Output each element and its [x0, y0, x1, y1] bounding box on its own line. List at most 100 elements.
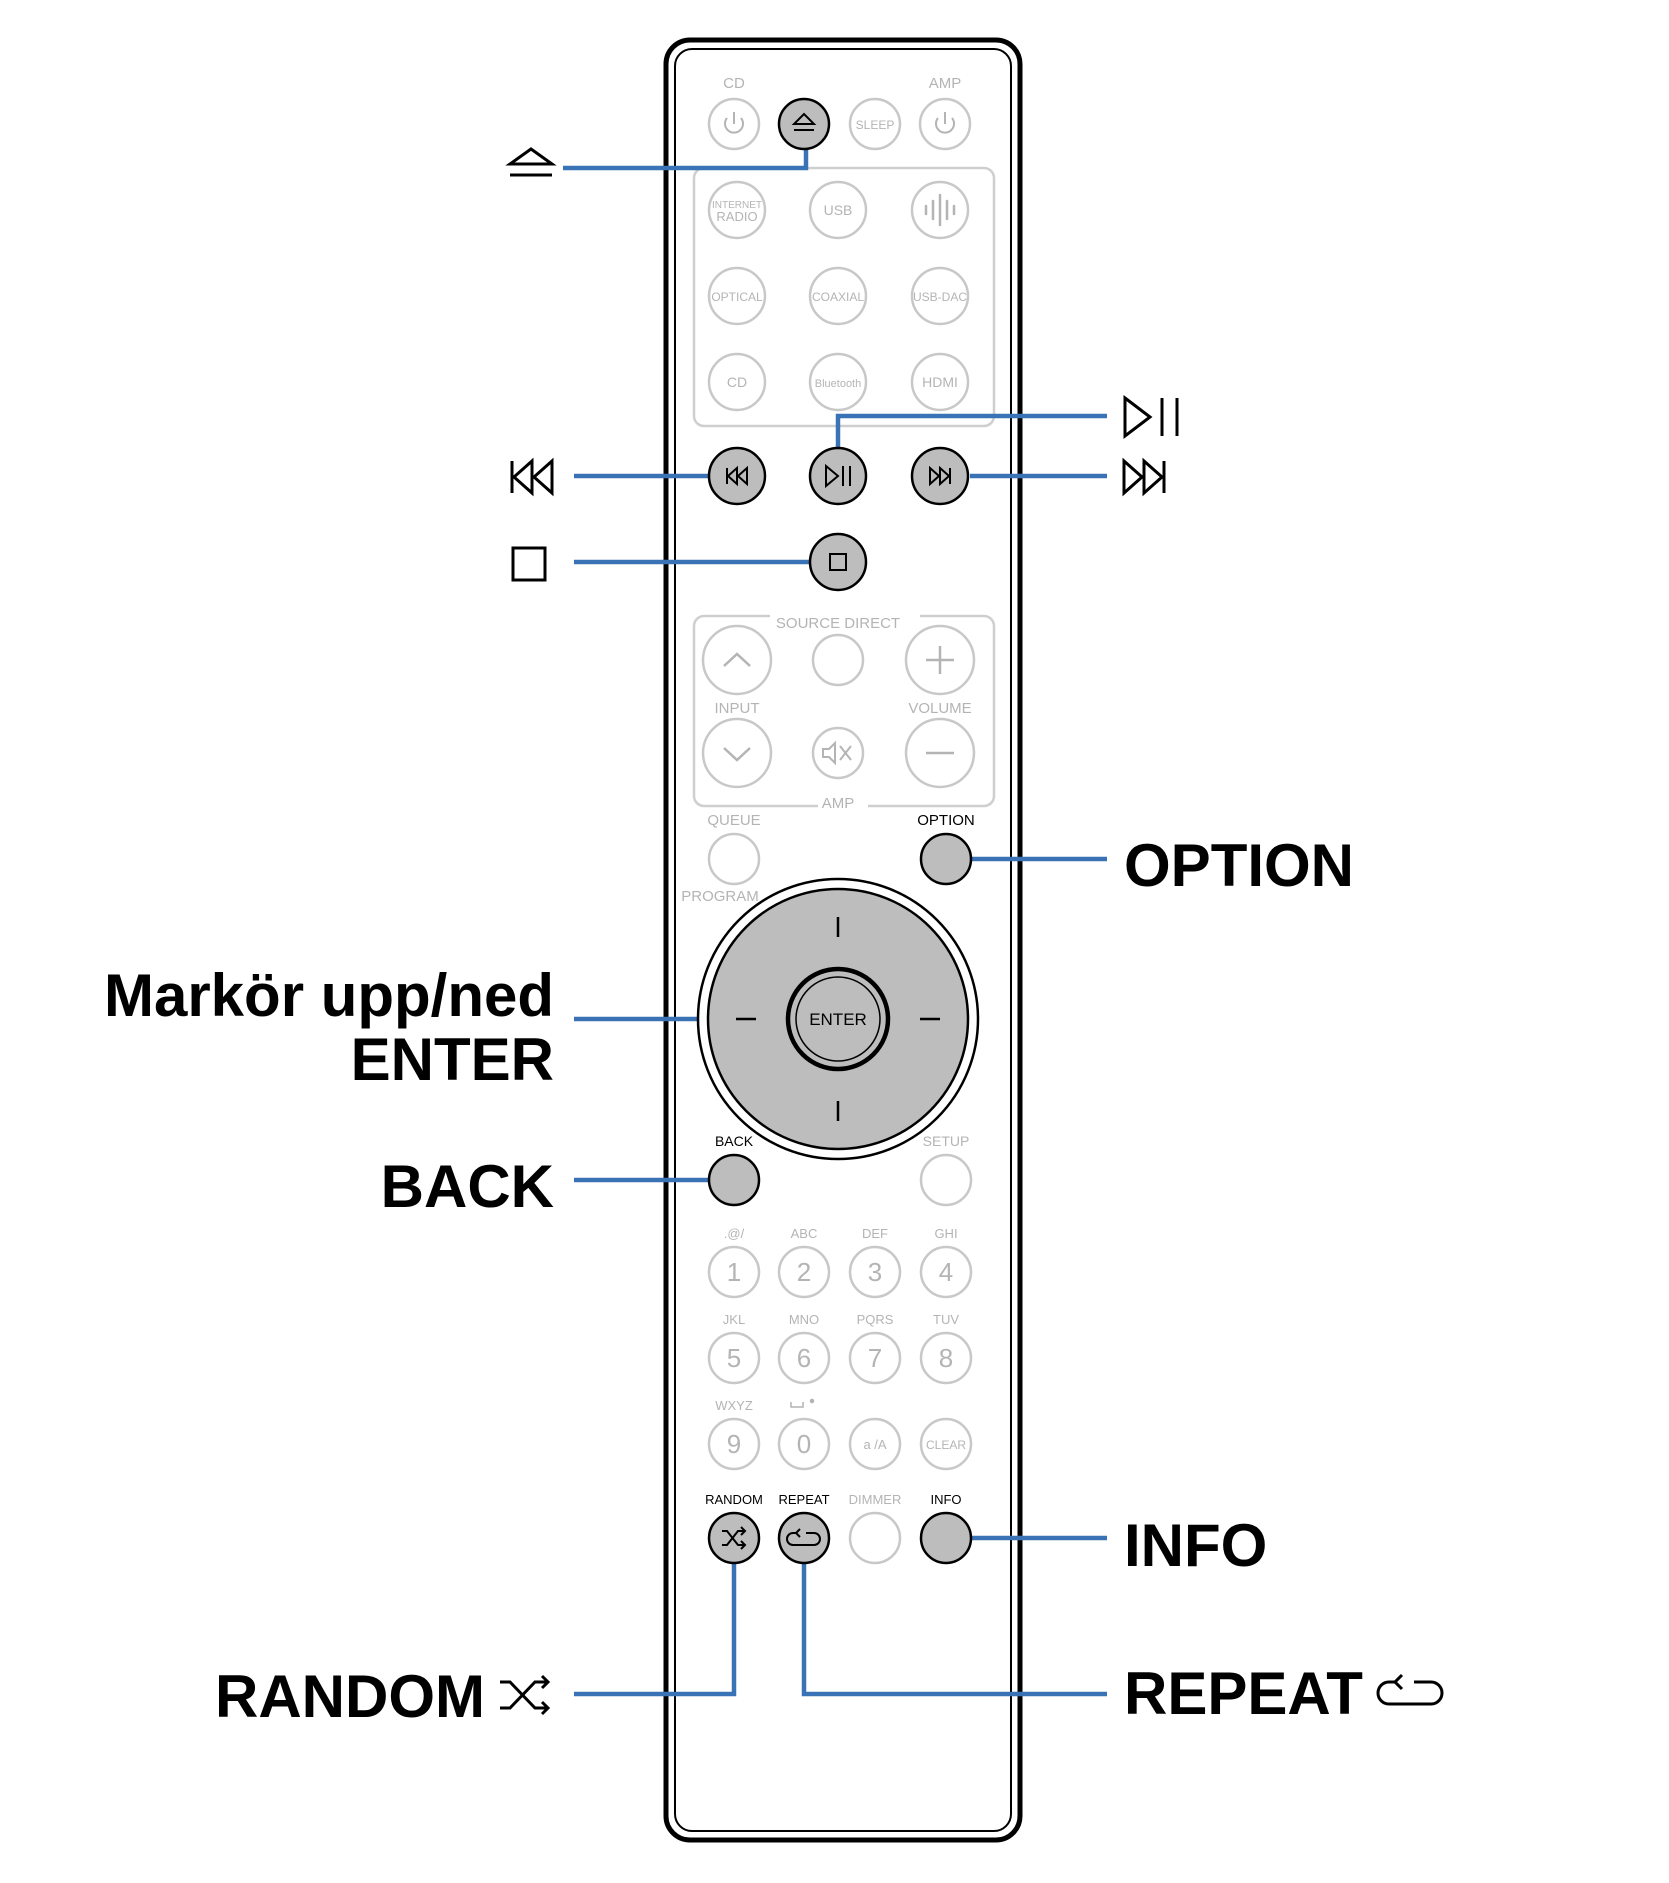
source-direct-label: SOURCE DIRECT	[776, 615, 900, 632]
stop-icon	[829, 553, 847, 571]
key-9[interactable]	[707, 1417, 761, 1471]
callout-random: RANDOM	[215, 1663, 485, 1730]
coaxial-label: COAXIAL	[812, 290, 864, 304]
callout-repeat: REPEAT	[1124, 1660, 1363, 1727]
callout-line-repeat	[801, 1564, 1107, 1697]
optical-button[interactable]	[707, 266, 767, 326]
key-4[interactable]	[919, 1245, 973, 1299]
play-pause-icon	[1123, 394, 1179, 440]
input-label: INPUT	[715, 700, 760, 717]
volume-label: VOLUME	[908, 700, 971, 717]
bluetooth-button[interactable]	[808, 352, 868, 412]
cursor-marks	[736, 917, 940, 1121]
back-label: BACK	[715, 1133, 754, 1149]
source-panel	[692, 166, 996, 428]
key-9-digit: 9	[727, 1429, 741, 1459]
mute-icon	[822, 740, 852, 766]
power-icon	[935, 112, 955, 134]
option-label: OPTION	[917, 812, 975, 829]
key-0-digit: 0	[797, 1429, 811, 1459]
key-7[interactable]	[848, 1331, 902, 1385]
key-6[interactable]	[777, 1331, 831, 1385]
key-0[interactable]	[777, 1417, 831, 1471]
source-buttons	[707, 180, 970, 412]
usb-button[interactable]	[808, 180, 868, 240]
amp-button-glyphs	[723, 646, 954, 766]
hdmi-label: HDMI	[922, 374, 958, 390]
skip-next-icon	[1122, 457, 1166, 497]
info-button[interactable]	[919, 1511, 973, 1565]
repeat-icon	[1376, 1673, 1444, 1706]
amp-label: AMP	[929, 75, 962, 92]
internet-radio-button[interactable]	[707, 180, 767, 240]
cd-source-button[interactable]	[707, 352, 767, 412]
callout-symbols	[500, 147, 1444, 1716]
stop-button[interactable]	[808, 532, 868, 592]
callout-lines	[563, 144, 1107, 1697]
internet-radio-label-1: INTERNET	[712, 200, 762, 211]
internet-radio-label-2: RADIO	[716, 209, 757, 224]
cd-source-label: CD	[727, 374, 747, 390]
key-1[interactable]	[707, 1245, 761, 1299]
enter-button[interactable]	[785, 966, 891, 1072]
sleep-label: SLEEP	[856, 118, 895, 132]
key-3[interactable]	[848, 1245, 902, 1299]
back-button[interactable]	[707, 1153, 761, 1207]
clear-key[interactable]	[919, 1417, 973, 1471]
input-down-button[interactable]	[701, 717, 773, 789]
amp-panel-gap	[818, 800, 868, 814]
source-direct-gap	[770, 610, 920, 624]
amp-panel-label: AMP	[822, 795, 855, 812]
shuffle-icon	[500, 1674, 551, 1716]
key-5[interactable]	[707, 1331, 761, 1385]
key-3-letters: DEF	[862, 1226, 888, 1241]
usb-label: USB	[824, 202, 853, 218]
dimmer-label: DIMMER	[849, 1492, 902, 1507]
key-1-letters: .@/	[724, 1226, 745, 1241]
callout-back: BACK	[380, 1153, 554, 1220]
usb-dac-button[interactable]	[910, 266, 970, 326]
heos-icon	[924, 193, 956, 227]
key-2-letters: ABC	[791, 1226, 818, 1241]
option-button[interactable]	[919, 832, 973, 886]
callout-line-random	[574, 1564, 737, 1697]
key-4-digit: 4	[939, 1257, 953, 1287]
mute-button[interactable]	[811, 726, 865, 780]
remote-body-inner	[674, 48, 1012, 1832]
setup-button[interactable]	[919, 1153, 973, 1207]
chevron-down-icon	[723, 747, 751, 762]
transport-buttons	[707, 446, 970, 592]
sleep-button[interactable]	[848, 97, 902, 151]
stop-icon	[511, 546, 547, 582]
key-6-letters: MNO	[789, 1312, 819, 1327]
random-button[interactable]	[707, 1511, 761, 1565]
info-label: INFO	[930, 1492, 961, 1507]
repeat-button[interactable]	[777, 1511, 831, 1565]
space-icon	[790, 1398, 815, 1408]
callout-cursor-line2: ENTER	[350, 1026, 554, 1093]
skip-previous-icon	[510, 457, 554, 497]
remote-labels: CD AMP SLEEP INTERNET RADIO USB OPTICAL …	[681, 75, 975, 1507]
queue-button[interactable]	[707, 832, 761, 886]
key-8-digit: 8	[939, 1343, 953, 1373]
source-direct-button[interactable]	[811, 633, 865, 687]
key-1-digit: 1	[727, 1257, 741, 1287]
case-key[interactable]	[848, 1417, 902, 1471]
key-7-digit: 7	[868, 1343, 882, 1373]
coaxial-button[interactable]	[808, 266, 868, 326]
bluetooth-label: Bluetooth	[815, 378, 861, 390]
key-8[interactable]	[919, 1331, 973, 1385]
key-5-letters: JKL	[723, 1312, 745, 1327]
repeat-label: REPEAT	[778, 1492, 829, 1507]
skip-previous-icon	[726, 465, 748, 487]
clear-key-label: CLEAR	[926, 1438, 966, 1452]
key-2[interactable]	[777, 1245, 831, 1299]
key-2-digit: 2	[797, 1257, 811, 1287]
dimmer-button[interactable]	[848, 1511, 902, 1565]
skip-next-icon	[929, 465, 951, 487]
callout-info: INFO	[1124, 1512, 1268, 1579]
hdmi-button[interactable]	[910, 352, 970, 412]
input-up-button[interactable]	[701, 624, 773, 696]
callout-cursor-line1: Markör upp/ned	[103, 962, 554, 1029]
